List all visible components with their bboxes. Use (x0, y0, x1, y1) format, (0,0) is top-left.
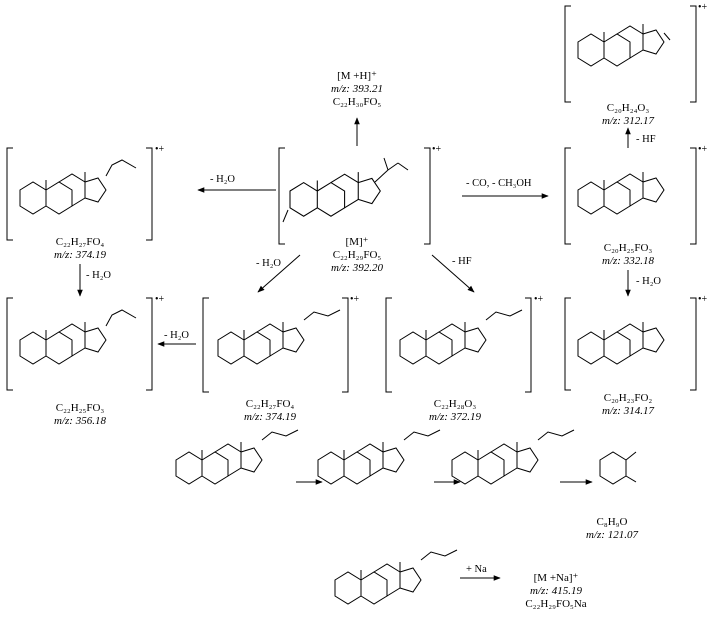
formula-374a: C₂₂H₂₇FO₄ (55, 236, 105, 248)
mz-374b: m/z: 374.19 (244, 411, 296, 423)
structure-356 (19, 309, 137, 365)
arrow-label-co-ch3oh: - CO, - CH₃OH (466, 178, 532, 189)
mz-314: m/z: 314.17 (602, 405, 654, 417)
radical-mark: •+ (698, 144, 708, 155)
structure-314 (577, 321, 665, 365)
structure-m (282, 157, 409, 223)
mz-121: m/z: 121.07 (586, 529, 638, 541)
structure-372 (399, 309, 523, 365)
formula-121: C₈H₉O (596, 516, 628, 528)
label-mna: [M +Na]⁺ m/z: 415.19 C₂₂H₂₉FO₅Na (525, 572, 586, 611)
arrow-label-hf-up: - HF (636, 134, 656, 145)
structure-mna (334, 549, 458, 605)
formula-374b: C₂₂H₂₇FO₄ (245, 398, 295, 410)
radical-mark: •+ (350, 294, 360, 305)
structure-312 (577, 23, 671, 67)
formula-mna: C₂₂H₂₉FO₅Na (525, 598, 587, 610)
arrow-label-na: + Na (466, 564, 487, 575)
structure-374a (19, 159, 137, 215)
label-332: C₂₀H₂₅FO₃ m/z: 332.18 (602, 242, 654, 268)
arrow-label-hf-diag: - HF (452, 256, 472, 267)
ion-mh: [M +H]⁺ (337, 70, 377, 82)
label-374a: C₂₂H₂₇FO₄ m/z: 374.19 (54, 236, 106, 262)
structure-374b (217, 309, 341, 365)
arrow-label-h2o-diag: - H₂O (256, 258, 281, 269)
mz-mna: m/z: 415.19 (530, 585, 582, 597)
ion-m: [M]⁺ (345, 236, 369, 248)
radical-mark: •+ (155, 144, 165, 155)
label-374b: C₂₂H₂₇FO₄ m/z: 374.19 (244, 398, 296, 424)
arrow-label-h2o-down-left: - H₂O (86, 270, 111, 281)
structure-protonated-2 (317, 429, 441, 485)
radical-mark: •+ (155, 294, 165, 305)
formula-mh: C₂₂H₃₀FO₅ (332, 96, 382, 108)
arrows (77, 117, 631, 581)
label-121: C₈H₉O m/z: 121.07 (586, 516, 638, 542)
mz-332: m/z: 332.18 (602, 255, 654, 267)
ion-mna: [M +Na]⁺ (533, 572, 579, 584)
radical-mark: •+ (534, 294, 544, 305)
brackets (6, 5, 697, 393)
mz-312: m/z: 312.17 (602, 115, 654, 127)
structure-protonated-3 (451, 429, 575, 485)
label-312: C₂₀H₂₄O₃ m/z: 312.17 (602, 102, 654, 128)
formula-314: C₂₀H₂₃FO₂ (603, 392, 653, 404)
label-m: [M]⁺ C₂₂H₂₉FO₅ m/z: 392.20 (331, 236, 383, 275)
mz-m: m/z: 392.20 (331, 262, 383, 274)
mz-372: m/z: 372.19 (429, 411, 481, 423)
radical-mark: •+ (432, 144, 442, 155)
formula-332: C₂₀H₂₅FO₃ (603, 242, 653, 254)
formula-312: C₂₀H₂₄O₃ (606, 102, 650, 114)
radical-mark: •+ (698, 294, 708, 305)
mz-374a: m/z: 374.19 (54, 249, 106, 261)
structure-protonated-1 (175, 429, 299, 485)
arrow-label-h2o-right: - H₂O (636, 276, 661, 287)
label-mh: [M +H]⁺ m/z: 393.21 C₂₂H₃₀FO₅ (331, 70, 383, 109)
label-314: C₂₀H₂₃FO₂ m/z: 314.17 (602, 392, 654, 418)
mz-356: m/z: 356.18 (54, 415, 106, 427)
formula-m: C₂₂H₂₉FO₅ (332, 249, 382, 261)
radical-mark: •+ (698, 2, 708, 13)
structure-332 (577, 171, 665, 215)
formula-356: C₂₂H₂₅FO₃ (55, 402, 105, 414)
formula-372: C₂₂H₂₈O₃ (433, 398, 477, 410)
mz-mh: m/z: 393.21 (331, 83, 383, 95)
arrow-label-h2o-row2: - H₂O (164, 330, 189, 341)
structure-121 (599, 451, 637, 485)
label-356: C₂₂H₂₅FO₃ m/z: 356.18 (54, 402, 106, 428)
label-372: C₂₂H₂₈O₃ m/z: 372.19 (429, 398, 481, 424)
arrow-label-h2o-left: - H₂O (210, 174, 235, 185)
